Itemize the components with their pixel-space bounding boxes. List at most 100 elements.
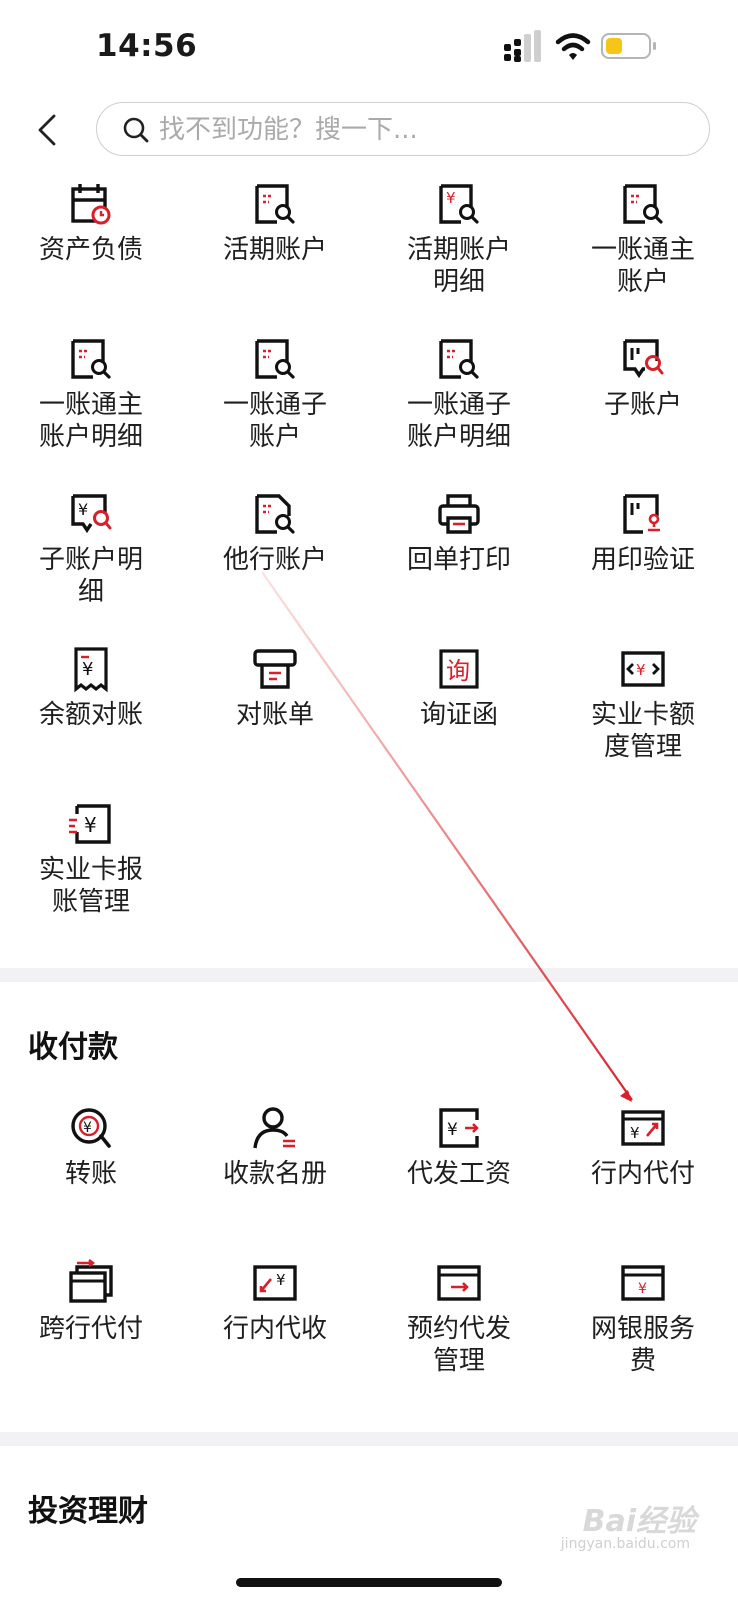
home-indicator[interactable] bbox=[236, 1578, 502, 1587]
section-title-investment: 投资理财 bbox=[28, 1494, 148, 1529]
other-bank-account-icon bbox=[251, 490, 299, 538]
menu-item-ebank-fee[interactable]: ¥网银服务 费 bbox=[551, 1259, 735, 1377]
menu-item-label: 转账 bbox=[64, 1159, 117, 1189]
status-icons bbox=[504, 30, 656, 62]
menu-item-account-search[interactable]: 一账通主 账户明细 bbox=[0, 335, 183, 453]
svg-text:¥: ¥ bbox=[82, 659, 93, 680]
menu-item-label: 行内代付 bbox=[590, 1159, 695, 1189]
svg-text:¥: ¥ bbox=[276, 1271, 286, 1289]
menu-item-label: 子账户明 细 bbox=[38, 545, 143, 607]
calendar-clock-icon bbox=[67, 180, 115, 228]
menu-item-card-reimburse[interactable]: ¥ 实业卡报 账管理 bbox=[0, 800, 183, 918]
intra-bank-collect-icon: ¥ bbox=[251, 1259, 299, 1307]
svg-text:¥: ¥ bbox=[636, 661, 646, 679]
menu-item-inter-bank-pay[interactable]: 跨行代付 bbox=[0, 1259, 183, 1345]
menu-item-payee-list[interactable]: 收款名册 bbox=[183, 1104, 367, 1190]
menu-item-statement[interactable]: 对账单 bbox=[183, 645, 367, 731]
menu-item-label: 一账通主 账户 bbox=[590, 235, 695, 297]
section-divider bbox=[0, 968, 738, 982]
account-search-icon bbox=[435, 335, 483, 383]
menu-item-yuan-sub-account[interactable]: ¥ 子账户明 细 bbox=[0, 490, 183, 608]
menu-item-yuan-account-search[interactable]: ¥ 活期账户 明细 bbox=[367, 180, 551, 298]
svg-text:¥: ¥ bbox=[446, 189, 456, 207]
printer-icon bbox=[435, 490, 483, 538]
menu-item-label: 实业卡报 账管理 bbox=[38, 855, 143, 917]
menu-item-label: 行内代收 bbox=[222, 1314, 327, 1344]
status-bar: 14:56 bbox=[0, 0, 738, 100]
menu-item-label: 活期账户 明细 bbox=[406, 235, 511, 297]
section-divider bbox=[0, 1432, 738, 1446]
menu-item-intra-bank-collect[interactable]: ¥ 行内代收 bbox=[183, 1259, 367, 1345]
menu-item-label: 子账户 bbox=[603, 390, 682, 420]
menu-item-printer[interactable]: 回单打印 bbox=[367, 490, 551, 576]
menu-item-label: 代发工资 bbox=[406, 1159, 511, 1189]
menu-item-label: 询证函 bbox=[419, 700, 498, 730]
yuan-receipt-icon: ¥ bbox=[67, 645, 115, 693]
menu-item-account-search[interactable]: 活期账户 bbox=[183, 180, 367, 266]
menu-item-label: 活期账户 bbox=[222, 235, 327, 265]
menu-item-yuan-receipt[interactable]: ¥余额对账 bbox=[0, 645, 183, 731]
battery-icon bbox=[601, 33, 656, 59]
card-reimburse-icon: ¥ bbox=[67, 800, 115, 848]
menu-item-label: 资产负债 bbox=[38, 235, 143, 265]
svg-text:¥: ¥ bbox=[84, 813, 97, 837]
payee-list-icon bbox=[251, 1104, 299, 1152]
menu-item-card-limit[interactable]: ¥ 实业卡额 度管理 bbox=[551, 645, 735, 763]
wifi-icon bbox=[555, 33, 591, 60]
menu-item-other-bank-account[interactable]: 他行账户 bbox=[183, 490, 367, 576]
menu-item-inquiry-letter[interactable]: 询询证函 bbox=[367, 645, 551, 731]
menu-item-intra-bank-pay[interactable]: ¥ 行内代付 bbox=[551, 1104, 735, 1190]
back-arrow-icon[interactable] bbox=[28, 110, 68, 150]
menu-item-calendar-clock[interactable]: 资产负债 bbox=[0, 180, 183, 266]
ebank-fee-icon: ¥ bbox=[619, 1259, 667, 1307]
yuan-account-search-icon: ¥ bbox=[435, 180, 483, 228]
status-time: 14:56 bbox=[96, 28, 198, 64]
account-search-icon bbox=[251, 335, 299, 383]
menu-item-account-search[interactable]: 一账通子 账户 bbox=[183, 335, 367, 453]
cellular-signal-icon bbox=[504, 30, 541, 62]
inter-bank-pay-icon bbox=[67, 1259, 115, 1307]
account-search-icon bbox=[619, 180, 667, 228]
svg-text:¥: ¥ bbox=[447, 1120, 458, 1140]
menu-item-label: 一账通子 账户 bbox=[222, 390, 327, 452]
menu-item-payroll[interactable]: ¥ 代发工资 bbox=[367, 1104, 551, 1190]
menu-item-label: 一账通主 账户明细 bbox=[38, 390, 143, 452]
menu-item-scheduled-payroll[interactable]: 预约代发 管理 bbox=[367, 1259, 551, 1377]
menu-item-label: 用印验证 bbox=[590, 545, 695, 575]
menu-item-label: 回单打印 bbox=[406, 545, 511, 575]
menu-item-label: 收款名册 bbox=[222, 1159, 327, 1189]
menu-item-seal-verify[interactable]: 用印验证 bbox=[551, 490, 735, 576]
menu-item-sub-account[interactable]: 子账户 bbox=[551, 335, 735, 421]
menu-item-account-search[interactable]: 一账通子 账户明细 bbox=[367, 335, 551, 453]
svg-text:¥: ¥ bbox=[638, 1281, 647, 1297]
transfer-icon: ¥ bbox=[67, 1104, 115, 1152]
search-icon bbox=[123, 117, 149, 143]
card-limit-icon: ¥ bbox=[619, 645, 667, 693]
account-search-icon bbox=[67, 335, 115, 383]
menu-item-label: 对账单 bbox=[235, 700, 314, 730]
svg-text:询: 询 bbox=[446, 657, 470, 685]
svg-text:¥: ¥ bbox=[630, 1124, 640, 1142]
menu-item-label: 实业卡额 度管理 bbox=[590, 700, 695, 762]
menu-item-label: 他行账户 bbox=[222, 545, 327, 575]
svg-text:¥: ¥ bbox=[83, 1120, 92, 1136]
top-nav bbox=[0, 100, 738, 170]
menu-item-label: 一账通子 账户明细 bbox=[406, 390, 511, 452]
menu-item-account-search[interactable]: 一账通主 账户 bbox=[551, 180, 735, 298]
menu-item-transfer[interactable]: ¥ 转账 bbox=[0, 1104, 183, 1190]
svg-text:¥: ¥ bbox=[78, 500, 88, 519]
inquiry-letter-icon: 询 bbox=[435, 645, 483, 693]
menu-item-label: 跨行代付 bbox=[38, 1314, 143, 1344]
watermark-logo: Bai经验 bbox=[582, 1504, 696, 1539]
scheduled-payroll-icon bbox=[435, 1259, 483, 1307]
section-title-payments: 收付款 bbox=[28, 1030, 118, 1065]
menu-item-label: 预约代发 管理 bbox=[406, 1314, 511, 1376]
search-input[interactable] bbox=[157, 109, 681, 151]
account-search-icon bbox=[251, 180, 299, 228]
statement-icon bbox=[251, 645, 299, 693]
payroll-icon: ¥ bbox=[435, 1104, 483, 1152]
watermark-url: jingyan.baidu.com bbox=[560, 1536, 690, 1552]
sub-account-icon bbox=[619, 335, 667, 383]
search-bar[interactable] bbox=[96, 102, 710, 156]
intra-bank-pay-icon: ¥ bbox=[619, 1104, 667, 1152]
